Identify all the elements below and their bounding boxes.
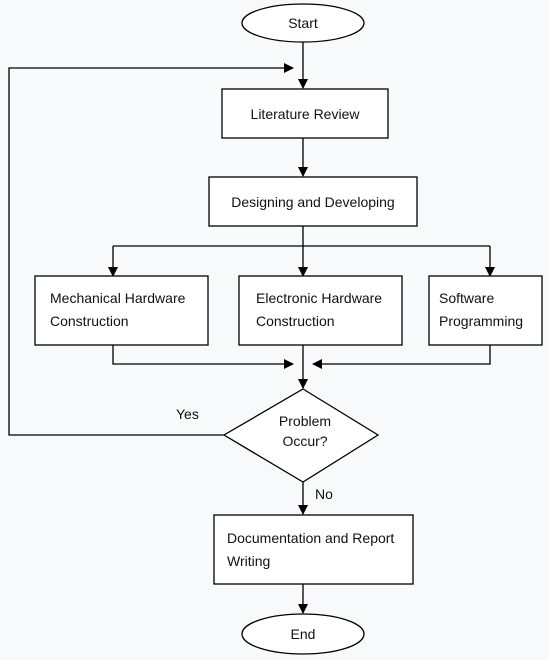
- connectors: [8, 42, 495, 614]
- electronic-label-line2: Construction: [256, 313, 335, 329]
- literature-review-label: Literature Review: [251, 106, 361, 122]
- mechanical-label-line2: Construction: [50, 313, 129, 329]
- documentation-label-line1: Documentation and Report: [227, 530, 394, 546]
- literature-review-node: [221, 88, 389, 139]
- software-label-line1: Software: [439, 290, 494, 306]
- end-node: [241, 613, 365, 655]
- designing-node: [208, 176, 418, 227]
- start-label: Start: [288, 15, 318, 31]
- edge-mechanical-merge: [112, 345, 294, 369]
- no-label: No: [315, 486, 333, 502]
- edge-software-merge: [312, 345, 491, 369]
- end-label: End: [291, 626, 316, 642]
- decision-label-line1: Problem: [279, 413, 331, 429]
- mechanical-node: [34, 275, 209, 346]
- yes-label: Yes: [176, 406, 199, 422]
- electronic-node: [238, 275, 403, 346]
- edge-yes-loop: [8, 63, 294, 436]
- designing-label: Designing and Developing: [231, 194, 394, 210]
- electronic-label-line1: Electronic Hardware: [256, 290, 382, 306]
- documentation-node: [213, 514, 414, 585]
- start-node: [241, 3, 365, 43]
- decision-label-line2: Occur?: [282, 433, 327, 449]
- documentation-label-line2: Writing: [227, 553, 270, 569]
- software-node: [428, 275, 543, 346]
- mechanical-label-line1: Mechanical Hardware: [50, 290, 186, 306]
- software-label-line2: Programming: [439, 313, 523, 329]
- decision-node: [222, 388, 380, 483]
